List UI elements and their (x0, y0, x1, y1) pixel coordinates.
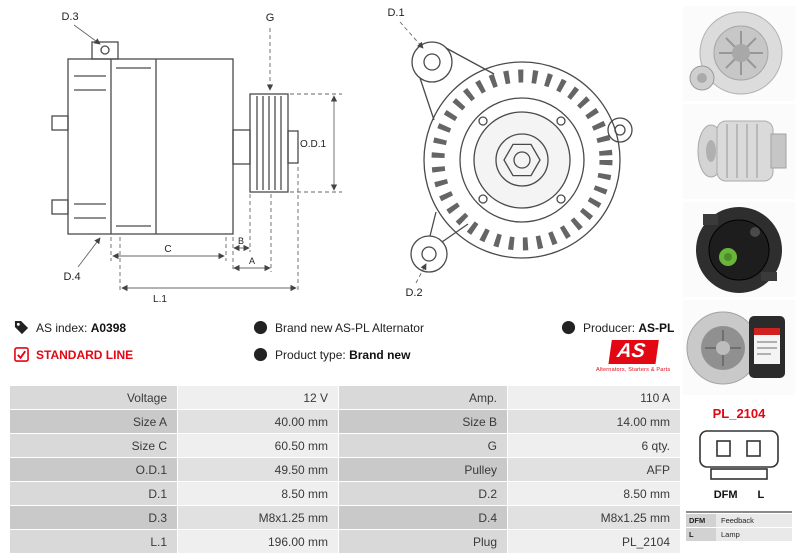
svg-text:i: i (567, 323, 570, 333)
alternator-photo-rear[interactable] (683, 202, 795, 297)
spec-table: Voltage 12 V Amp. 110 A Size A 40.00 mm … (10, 386, 680, 553)
dim-label-l1: L.1 (153, 294, 167, 305)
spec-label: D.1 (10, 482, 177, 505)
alternator-photo-angle[interactable] (683, 300, 795, 395)
plug-code-label: PL_2104 (712, 406, 766, 421)
legend-desc: Lamp (716, 528, 792, 541)
alternator-photo-side[interactable] (683, 104, 795, 199)
spec-label: Size B (339, 410, 507, 433)
spec-label: D.3 (10, 506, 177, 529)
plug-pin-l: L (757, 489, 765, 501)
standard-line-row: STANDARD LINE (14, 347, 133, 362)
spec-label: D.4 (339, 506, 507, 529)
spec-label: D.2 (339, 482, 507, 505)
plug-legend-table: DFM Feedback L Lamp (686, 511, 792, 541)
tag-icon (14, 320, 29, 335)
spec-value: 6 qty. (508, 434, 680, 457)
spec-label: G (339, 434, 507, 457)
spec-label: O.D.1 (10, 458, 177, 481)
spec-label: Size C (10, 434, 177, 457)
spec-label: Pulley (339, 458, 507, 481)
product-type-row: i Product type: Brand new (253, 347, 410, 362)
spec-value: AFP (508, 458, 680, 481)
alternator-side-view-drawing: D.3 G O.D.1 D.4 C B A L.1 (51, 11, 342, 305)
product-type-value: Brand new (349, 347, 411, 362)
dim-label-b: B (238, 236, 244, 246)
spec-value: 14.00 mm (508, 410, 680, 433)
as-pl-logo: AS Alternators, Starters & Parts (596, 340, 670, 373)
producer-value: AS-PL (638, 320, 675, 335)
spec-value: 60.50 mm (178, 434, 338, 457)
alternator-photo-front[interactable] (683, 6, 795, 101)
legend-row: DFM Feedback (686, 514, 792, 527)
spec-row: Voltage 12 V Amp. 110 A (10, 386, 680, 409)
brand-new-row: i Brand new AS-PL Alternator (253, 320, 424, 335)
as-index-value: A0398 (90, 320, 127, 335)
product-media-column: PL_2104 DFM L DFM Feedback L La (683, 6, 795, 541)
spec-label: Size A (10, 410, 177, 433)
spec-label: Voltage (10, 386, 177, 409)
spec-label: Amp. (339, 386, 507, 409)
spec-value: 8.50 mm (178, 482, 338, 505)
producer-row: i Producer: AS-PL (561, 320, 674, 335)
as-index-row: AS index: A0398 (14, 320, 126, 335)
plug-connector-drawing (693, 427, 785, 488)
as-pl-logo-tagline: Alternators, Starters & Parts (596, 367, 671, 373)
product-type-text: Product type: Brand new (275, 347, 411, 362)
spec-value: 110 A (508, 386, 680, 409)
spec-row: Size A 40.00 mm Size B 14.00 mm (10, 410, 680, 433)
dim-label-d3: D.3 (61, 11, 78, 23)
legend-desc: Feedback (716, 514, 792, 527)
svg-text:i: i (259, 323, 262, 333)
alternator-front-view-drawing: D.1 D.2 (387, 7, 633, 299)
plug-pin-dfm: DFM (713, 489, 738, 501)
legend-row: L Lamp (686, 528, 792, 541)
producer-text: Producer: AS-PL (583, 320, 675, 335)
as-index-text: AS index: A0398 (36, 320, 127, 335)
spec-value: PL_2104 (508, 530, 680, 553)
spec-value: 40.00 mm (178, 410, 338, 433)
dim-label-g: G (266, 12, 275, 24)
legend-pin: DFM (686, 514, 716, 527)
dim-label-d4: D.4 (63, 271, 80, 283)
spec-value: 8.50 mm (508, 482, 680, 505)
info-icon: i (253, 320, 268, 335)
dim-label-a: A (249, 256, 255, 266)
svg-text:i: i (259, 350, 262, 360)
spec-row: D.1 8.50 mm D.2 8.50 mm (10, 482, 680, 505)
spec-value: M8x1.25 mm (178, 506, 338, 529)
spec-value: M8x1.25 mm (508, 506, 680, 529)
checkbox-check-icon (14, 347, 29, 362)
spec-row: O.D.1 49.50 mm Pulley AFP (10, 458, 680, 481)
dim-label-c: C (164, 244, 171, 255)
spec-value: 196.00 mm (178, 530, 338, 553)
as-pl-logo-mark: AS (607, 340, 659, 366)
spec-row: D.3 M8x1.25 mm D.4 M8x1.25 mm (10, 506, 680, 529)
spec-label: L.1 (10, 530, 177, 553)
dim-label-d2: D.2 (405, 287, 422, 299)
dim-label-od1: O.D.1 (300, 139, 327, 150)
spec-value: 49.50 mm (178, 458, 338, 481)
spec-label: Plug (339, 530, 507, 553)
brand-new-text: Brand new AS-PL Alternator (275, 320, 424, 335)
info-icon: i (253, 347, 268, 362)
info-icon: i (561, 320, 576, 335)
spec-row: Size C 60.50 mm G 6 qty. (10, 434, 680, 457)
dim-label-d1: D.1 (387, 7, 404, 19)
plug-pin-labels: DFM L (683, 489, 795, 501)
standard-line-text: STANDARD LINE (36, 347, 134, 362)
spec-row: L.1 196.00 mm Plug PL_2104 (10, 530, 680, 553)
spec-value: 12 V (178, 386, 338, 409)
legend-pin: L (686, 528, 716, 541)
